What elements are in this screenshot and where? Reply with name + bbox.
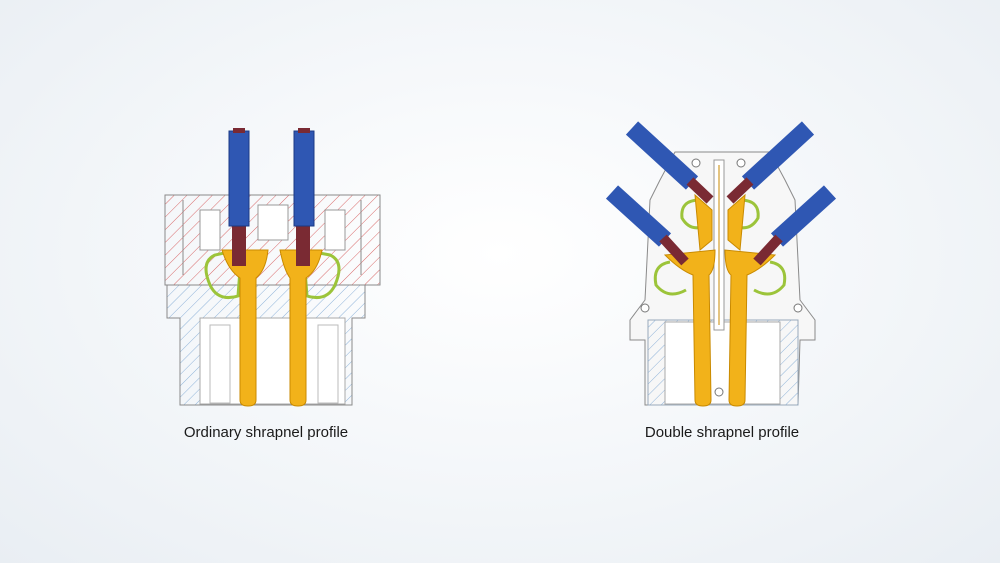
- spring-right: [302, 248, 341, 300]
- pin-right: [279, 249, 323, 407]
- contact-upper-left: [694, 193, 713, 251]
- contact-upper-right: [727, 193, 746, 251]
- pin-left: [221, 249, 269, 407]
- ordinary-shrapnel-figure: Ordinary shrapnel profile: [164, 128, 381, 441]
- spring-upper-left: [680, 198, 706, 230]
- upper-housing: [164, 194, 381, 286]
- wire-left: [228, 128, 250, 227]
- wire-lower-left: [605, 185, 689, 266]
- conductor-right: [296, 224, 310, 266]
- double-shrapnel-caption: Double shrapnel profile: [644, 424, 800, 441]
- spring-left: [204, 248, 242, 300]
- housing: [629, 151, 816, 406]
- pin-left: [663, 249, 716, 407]
- pin-right: [724, 249, 777, 407]
- spring-lower-right: [753, 260, 787, 296]
- wire-upper-left: [625, 121, 714, 204]
- double-shrapnel-drawing: [605, 121, 837, 407]
- ordinary-shrapnel-drawing: [164, 128, 381, 407]
- wire-right: [293, 128, 315, 227]
- wire-upper-right: [726, 121, 815, 204]
- spring-lower-left: [653, 260, 687, 296]
- lower-housing: [166, 284, 366, 406]
- spring-upper-right: [734, 198, 760, 230]
- conductor-left: [232, 224, 246, 266]
- ordinary-shrapnel-caption: Ordinary shrapnel profile: [183, 424, 349, 441]
- wire-lower-right: [753, 185, 837, 266]
- double-shrapnel-figure: Double shrapnel profile: [500, 0, 1000, 563]
